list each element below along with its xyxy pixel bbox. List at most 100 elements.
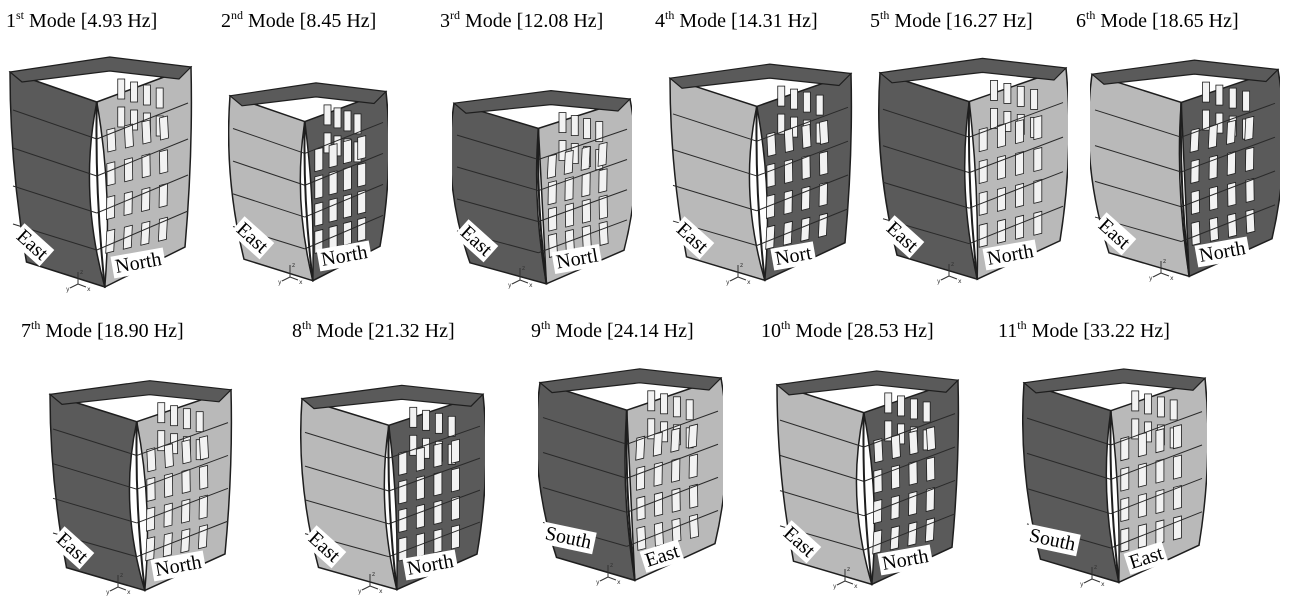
window-opening	[978, 158, 988, 185]
window-opening	[890, 495, 900, 521]
window-opening	[926, 456, 936, 482]
mode-frequency: [33.22 Hz]	[1083, 320, 1170, 342]
mode-ordinal-suffix: th	[31, 318, 41, 332]
svg-text:y: y	[596, 579, 600, 586]
window-opening	[158, 182, 168, 209]
window-opening	[398, 450, 408, 476]
building-corner-edge	[387, 425, 398, 590]
window-opening	[146, 476, 156, 502]
floor-line	[626, 510, 719, 547]
window-opening	[199, 435, 209, 461]
mode-word: Mode	[555, 320, 603, 342]
floor-line	[1110, 511, 1203, 549]
mode-number: 9	[531, 320, 541, 342]
window-opening	[142, 84, 151, 106]
window-opening	[766, 131, 777, 157]
window-opening	[159, 149, 169, 175]
mode-word: Mode	[465, 10, 512, 32]
window-opening	[636, 465, 646, 491]
building-top-rim	[228, 82, 388, 107]
mode-frequency: [24.14 Hz]	[607, 320, 694, 342]
window-opening	[1207, 123, 1218, 149]
window-opening	[777, 85, 786, 107]
window-opening	[157, 402, 166, 424]
window-opening	[141, 119, 152, 145]
window-opening	[925, 487, 935, 513]
svg-text:x: x	[1101, 581, 1105, 588]
mode-word: Mode	[1100, 10, 1148, 32]
window-opening	[1015, 119, 1024, 145]
window-opening	[1131, 418, 1140, 440]
window-opening	[451, 467, 460, 493]
mode-frequency: [18.65 Hz]	[1152, 10, 1239, 32]
building-face-left	[1090, 73, 1191, 278]
floor-line	[52, 497, 137, 524]
window-opening	[990, 108, 998, 129]
floor-line	[626, 443, 719, 479]
window-opening	[897, 423, 905, 445]
building-corner-edge	[1109, 410, 1120, 583]
building-corner-edge	[1179, 102, 1191, 277]
mode-title: 11th Mode [33.22 Hz]	[998, 318, 1170, 344]
floor-line	[779, 454, 864, 482]
window-opening	[1144, 393, 1152, 415]
window-opening	[357, 189, 367, 215]
svg-text:y: y	[358, 588, 362, 595]
mode-frequency: [21.32 Hz]	[368, 320, 455, 342]
floor-line	[136, 487, 229, 524]
svg-text:z: z	[80, 269, 83, 276]
mode-number: 7	[21, 320, 31, 342]
mode-frequency: [18.90 Hz]	[97, 320, 184, 342]
building-face-left	[49, 393, 146, 592]
building-face-left	[9, 70, 106, 289]
window-opening	[1137, 462, 1147, 488]
floor-line	[756, 106, 849, 142]
floor-line	[96, 210, 189, 251]
window-opening	[328, 170, 338, 196]
window-opening	[181, 468, 191, 494]
window-opening	[581, 198, 591, 224]
mode-word: Mode	[248, 10, 295, 32]
window-opening	[783, 189, 793, 215]
window-opening	[140, 220, 151, 246]
window-opening	[323, 104, 332, 126]
window-opening	[1173, 515, 1182, 541]
window-opening	[1137, 493, 1147, 519]
svg-text:x: x	[1170, 275, 1174, 282]
window-opening	[978, 190, 988, 216]
floor-line	[12, 185, 97, 214]
window-opening	[802, 91, 811, 113]
floor-line	[232, 160, 305, 186]
window-opening	[547, 206, 558, 232]
window-opening	[447, 415, 456, 437]
window-opening	[1120, 466, 1130, 492]
floor-line	[672, 184, 757, 212]
window-opening	[328, 197, 338, 223]
mode-ordinal-suffix: nd	[231, 8, 243, 22]
window-opening	[141, 153, 151, 179]
building-corner-edge	[537, 128, 548, 284]
building-top-rim	[8, 56, 193, 83]
mode-word: Mode	[29, 10, 76, 32]
window-opening	[451, 438, 460, 464]
window-opening	[1190, 158, 1200, 184]
window-opening	[890, 464, 901, 490]
mode-word: Mode	[894, 10, 942, 32]
window-opening	[635, 435, 646, 461]
axes-triad-icon: zxy	[833, 566, 858, 590]
svg-text:x: x	[854, 583, 858, 590]
window-opening	[783, 158, 794, 184]
mode-number: 10	[761, 320, 781, 342]
window-opening	[1155, 428, 1165, 454]
floor-line	[882, 181, 970, 209]
axes-triad-icon: zxy	[1149, 258, 1174, 282]
mode-frequency: [4.93 Hz]	[80, 10, 158, 32]
window-opening	[182, 408, 191, 430]
deformed-building-shape	[1022, 368, 1207, 584]
window-opening	[546, 153, 557, 179]
window-opening	[451, 495, 460, 521]
window-opening	[422, 409, 430, 431]
window-opening	[197, 524, 208, 550]
floor-line	[626, 476, 719, 513]
building-corner-edge	[95, 101, 106, 288]
